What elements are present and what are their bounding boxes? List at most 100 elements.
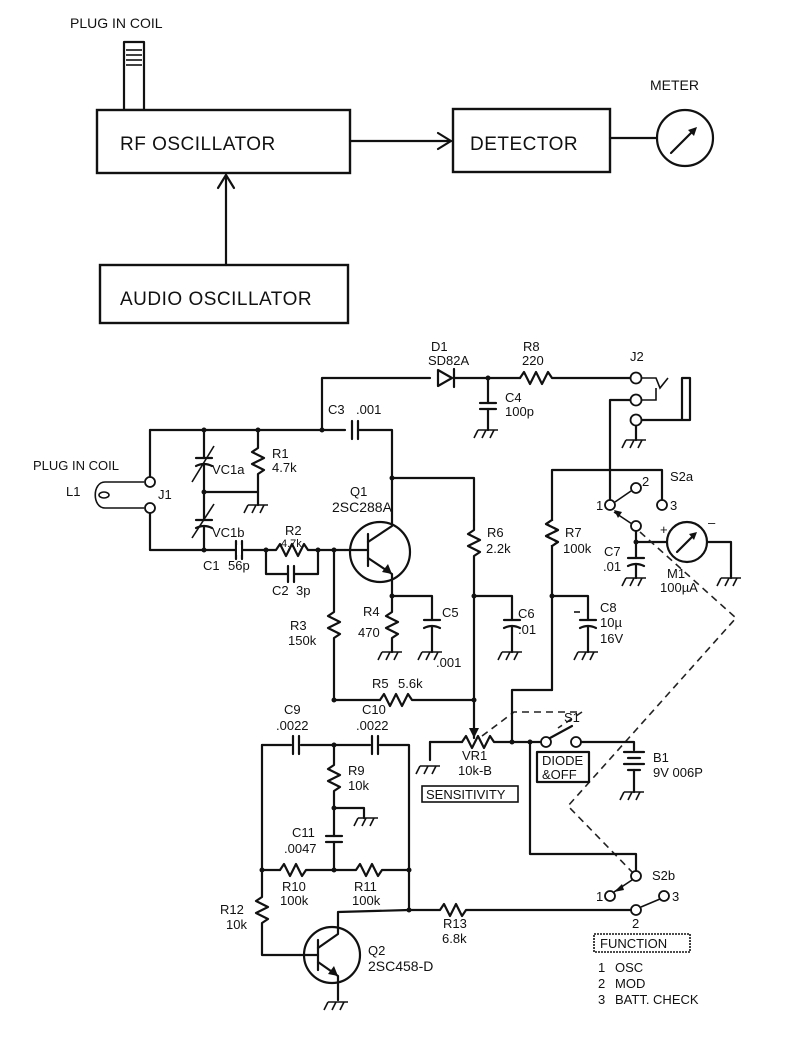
- capacitor-c9: [291, 734, 301, 756]
- meter-m1-icon: [665, 520, 742, 587]
- function-item-num: 2: [598, 976, 605, 991]
- s1-label: S1: [564, 710, 580, 725]
- q1-value: 2SC288A: [332, 499, 393, 515]
- r13-value: 6.8k: [442, 931, 467, 946]
- c1-ref: C1: [203, 558, 220, 573]
- resistor-r9: [326, 743, 379, 827]
- capacitor-c2: [264, 548, 320, 584]
- plug-in-coil-icon: [122, 40, 146, 112]
- resistor-r3: [326, 548, 342, 702]
- capacitor-c4: [473, 376, 499, 439]
- rf-oscillator-label: RF OSCILLATOR: [120, 134, 276, 155]
- transistor-q2: [298, 908, 411, 1011]
- resistor-r7: [544, 468, 664, 692]
- diode-off-label-2: &OFF: [542, 767, 577, 782]
- jack-j2: [621, 371, 692, 449]
- s2-gang-link: [566, 531, 738, 877]
- resistor-r6: [466, 518, 482, 730]
- r1-ref: R1: [272, 446, 289, 461]
- function-legend: 1 OSC 2 MOD 3 BATT. CHECK: [598, 960, 699, 1007]
- m1-minus: –: [708, 515, 716, 530]
- c3-ref: C3: [328, 402, 345, 417]
- resistor-r2: [264, 542, 320, 558]
- rf-oscillator-block: [95, 108, 352, 175]
- function-item-label: OSC: [615, 960, 643, 975]
- m1-ref: M1: [667, 566, 685, 581]
- coil-l1-icon: [94, 481, 144, 509]
- capacitor-c3: [350, 419, 394, 480]
- c5-value: .001: [436, 655, 461, 670]
- function-item-label: BATT. CHECK: [615, 992, 699, 1007]
- c1-value: 56p: [228, 558, 250, 573]
- capacitor-c5: [417, 618, 443, 661]
- resistor-r4: [377, 594, 403, 661]
- r8-value: 220: [522, 353, 544, 368]
- r4-value: 470: [358, 625, 380, 640]
- function-title-box: [593, 933, 691, 953]
- d1-value: SD82A: [428, 353, 470, 368]
- b1-value: 9V 006P: [653, 765, 703, 780]
- r7-ref: R7: [565, 525, 582, 540]
- r2-value: 4.7k: [281, 538, 302, 550]
- r2-ref: R2: [285, 523, 302, 538]
- j2-label: J2: [630, 349, 644, 364]
- d1-ref: D1: [431, 339, 448, 354]
- r13-ref: R13: [443, 916, 467, 931]
- r9-ref: R9: [348, 763, 365, 778]
- r5-value: 5.6k: [398, 676, 423, 691]
- function-item-num: 1: [598, 960, 605, 975]
- r7-value: 100k: [563, 541, 592, 556]
- capacitor-c6: [472, 594, 523, 661]
- c10-value: .0022: [356, 718, 389, 733]
- function-title: FUNCTION: [600, 936, 667, 951]
- battery-b1: [619, 750, 646, 801]
- meter-icon: [655, 108, 715, 168]
- variable-capacitor-vc1b: [191, 490, 215, 552]
- block-diagram: PLUG IN COIL RF OSCILLATOR AUDIO OSCILLA…: [70, 15, 715, 325]
- r6-ref: R6: [487, 525, 504, 540]
- s2b-pos-2: 2: [632, 916, 639, 931]
- c8-value: 10µ: [600, 615, 622, 630]
- r3-ref: R3: [290, 618, 307, 633]
- vc1b-label: VC1b: [212, 525, 245, 540]
- r11-value: 100k: [352, 893, 381, 908]
- diode-d1: [436, 367, 456, 389]
- r9-value: 10k: [348, 778, 369, 793]
- c7-ref: C7: [604, 544, 621, 559]
- schematic: D1 SD82A C4 100p R8 220: [33, 339, 742, 1011]
- c4-ref: C4: [505, 390, 522, 405]
- s2b-pos-3: 3: [672, 889, 679, 904]
- c3-value: .001: [356, 402, 381, 417]
- coil-label: PLUG IN COIL: [33, 458, 119, 473]
- c8-ref: C8: [600, 600, 617, 615]
- q1-ref: Q1: [350, 484, 367, 499]
- r6-value: 2.2k: [486, 541, 511, 556]
- capacitor-c10: [370, 734, 380, 756]
- r4-ref: R4: [363, 604, 380, 619]
- m1-plus: +: [660, 522, 668, 537]
- j1-label: J1: [158, 487, 172, 502]
- s2b-pos-1: 1: [596, 889, 603, 904]
- c9-value: .0022: [276, 718, 309, 733]
- resistor-r5: [378, 692, 476, 708]
- diode-off-label-box: [535, 750, 591, 784]
- vr1-value: 10k-B: [458, 763, 492, 778]
- audio-to-rf-arrow: [216, 173, 236, 267]
- r10-ref: R10: [282, 879, 306, 894]
- q2-ref: Q2: [368, 943, 385, 958]
- m1-value: 100µA: [660, 580, 698, 595]
- c2-ref: C2: [272, 583, 289, 598]
- c8-voltage: 16V: [600, 631, 623, 646]
- resistor-r10: [278, 862, 336, 878]
- block-meter-label: METER: [650, 77, 699, 93]
- s2a-pos-2: 2: [642, 474, 649, 489]
- sensitivity-label: SENSITIVITY: [426, 787, 506, 802]
- c4-value: 100p: [505, 404, 534, 419]
- sensitivity-label-box: [421, 785, 519, 803]
- r3-value: 150k: [288, 633, 317, 648]
- variable-capacitor-vc1a: [191, 428, 215, 494]
- j1-terminal-top: [144, 476, 156, 488]
- q2-value: 2SC458-D: [368, 958, 433, 974]
- c6-ref: C6: [518, 606, 535, 621]
